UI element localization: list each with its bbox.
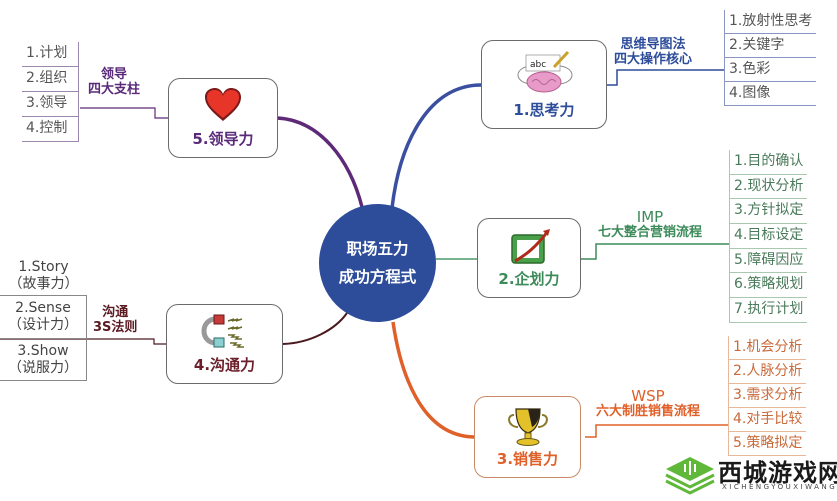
leaf-item[interactable]: 3.需求分析 xyxy=(729,384,807,408)
leaf-item[interactable]: 4.对手比较 xyxy=(729,408,807,432)
tag-thinking: 思维导图法 四大操作核心 xyxy=(614,37,693,67)
leaves-communication: 1.Story （故事力） 2.Sense （设计力） 3.Show （说服力） xyxy=(0,257,87,381)
leaf-item[interactable]: 5.策略拟定 xyxy=(729,432,807,456)
node-planning-label: 2.企划力 xyxy=(498,270,560,288)
leaf-item[interactable]: 6.策略规划 xyxy=(730,273,808,299)
leaf-item[interactable]: 4.控制 xyxy=(22,117,78,142)
magnet-icon xyxy=(196,313,254,353)
leaves-thinking: 1.放射性思考 2.关键字 3.色彩 4.图像 xyxy=(724,10,817,106)
growth-chart-icon xyxy=(506,227,552,271)
leaf-item[interactable]: 1.计划 xyxy=(22,42,78,67)
node-thinking-label: 1.思考力 xyxy=(513,101,575,119)
leaf-item[interactable]: 3.方针拟定 xyxy=(730,199,808,225)
watermark: 西城游戏网 XICHENGYOUXIWANG xyxy=(664,455,837,501)
brain-writing-icon: abc xyxy=(512,49,576,99)
leaf-item[interactable]: 2.Sense （设计力） xyxy=(0,296,87,339)
leaves-planning: 1.目的确认 2.现状分析 3.方针拟定 4.目标设定 5.障碍因应 6.策略规… xyxy=(729,150,808,323)
node-communication[interactable]: 4.沟通力 xyxy=(166,304,283,384)
central-node[interactable]: 职场五力 成功方程式 xyxy=(319,204,436,322)
central-title-line2: 成功方程式 xyxy=(338,268,417,286)
leaves-sales: 1.机会分析 2.人脉分析 3.需求分析 4.对手比较 5.策略拟定 xyxy=(728,336,807,456)
leaf-item[interactable]: 2.组织 xyxy=(22,67,78,92)
leaf-item[interactable]: 1.Story （故事力） xyxy=(0,257,87,296)
watermark-logo-icon xyxy=(664,457,716,501)
tag-sales: WSP 六大制胜销售流程 xyxy=(596,387,701,420)
node-sales[interactable]: 3.销售力 xyxy=(474,396,581,478)
node-leadership[interactable]: 5.领导力 xyxy=(168,78,278,158)
tag-planning: IMP 七大整合营销流程 xyxy=(598,208,703,241)
leaf-item[interactable]: 5.障碍因应 xyxy=(730,249,808,274)
node-communication-label: 4.沟通力 xyxy=(193,356,256,374)
trophy-icon xyxy=(506,405,550,451)
leaf-item[interactable]: 3.Show （说服力） xyxy=(0,339,87,381)
central-title-line1: 职场五力 xyxy=(346,240,409,258)
leaf-item[interactable]: 7.执行计划 xyxy=(730,298,808,323)
node-thinking[interactable]: abc 1.思考力 xyxy=(481,40,607,129)
watermark-subtitle: XICHENGYOUXIWANG xyxy=(722,483,837,491)
leaf-item[interactable]: 1.放射性思考 xyxy=(725,10,817,34)
leaf-item[interactable]: 4.目标设定 xyxy=(730,224,808,249)
leaf-item[interactable]: 1.机会分析 xyxy=(729,336,807,360)
leaves-leadership: 1.计划 2.组织 3.领导 4.控制 xyxy=(22,42,79,142)
leaf-item[interactable]: 2.关键字 xyxy=(725,34,817,58)
leaf-item[interactable]: 1.目的确认 xyxy=(730,150,808,175)
node-planning[interactable]: 2.企划力 xyxy=(477,218,581,298)
leaf-item[interactable]: 4.图像 xyxy=(725,82,817,106)
watermark-title: 西城游戏网 xyxy=(718,458,837,487)
leaf-item[interactable]: 2.现状分析 xyxy=(730,175,808,200)
svg-text:abc: abc xyxy=(530,60,546,70)
heart-icon xyxy=(203,87,243,127)
tag-leadership: 领导 四大支柱 xyxy=(88,67,141,97)
node-sales-label: 3.销售力 xyxy=(496,450,559,468)
node-leadership-label: 5.领导力 xyxy=(192,130,254,148)
tag-communication: 沟通 3S法则 xyxy=(93,305,138,335)
leaf-item[interactable]: 2.人脉分析 xyxy=(729,360,807,384)
leaf-item[interactable]: 3.色彩 xyxy=(725,58,817,82)
leaf-item[interactable]: 3.领导 xyxy=(22,92,78,117)
